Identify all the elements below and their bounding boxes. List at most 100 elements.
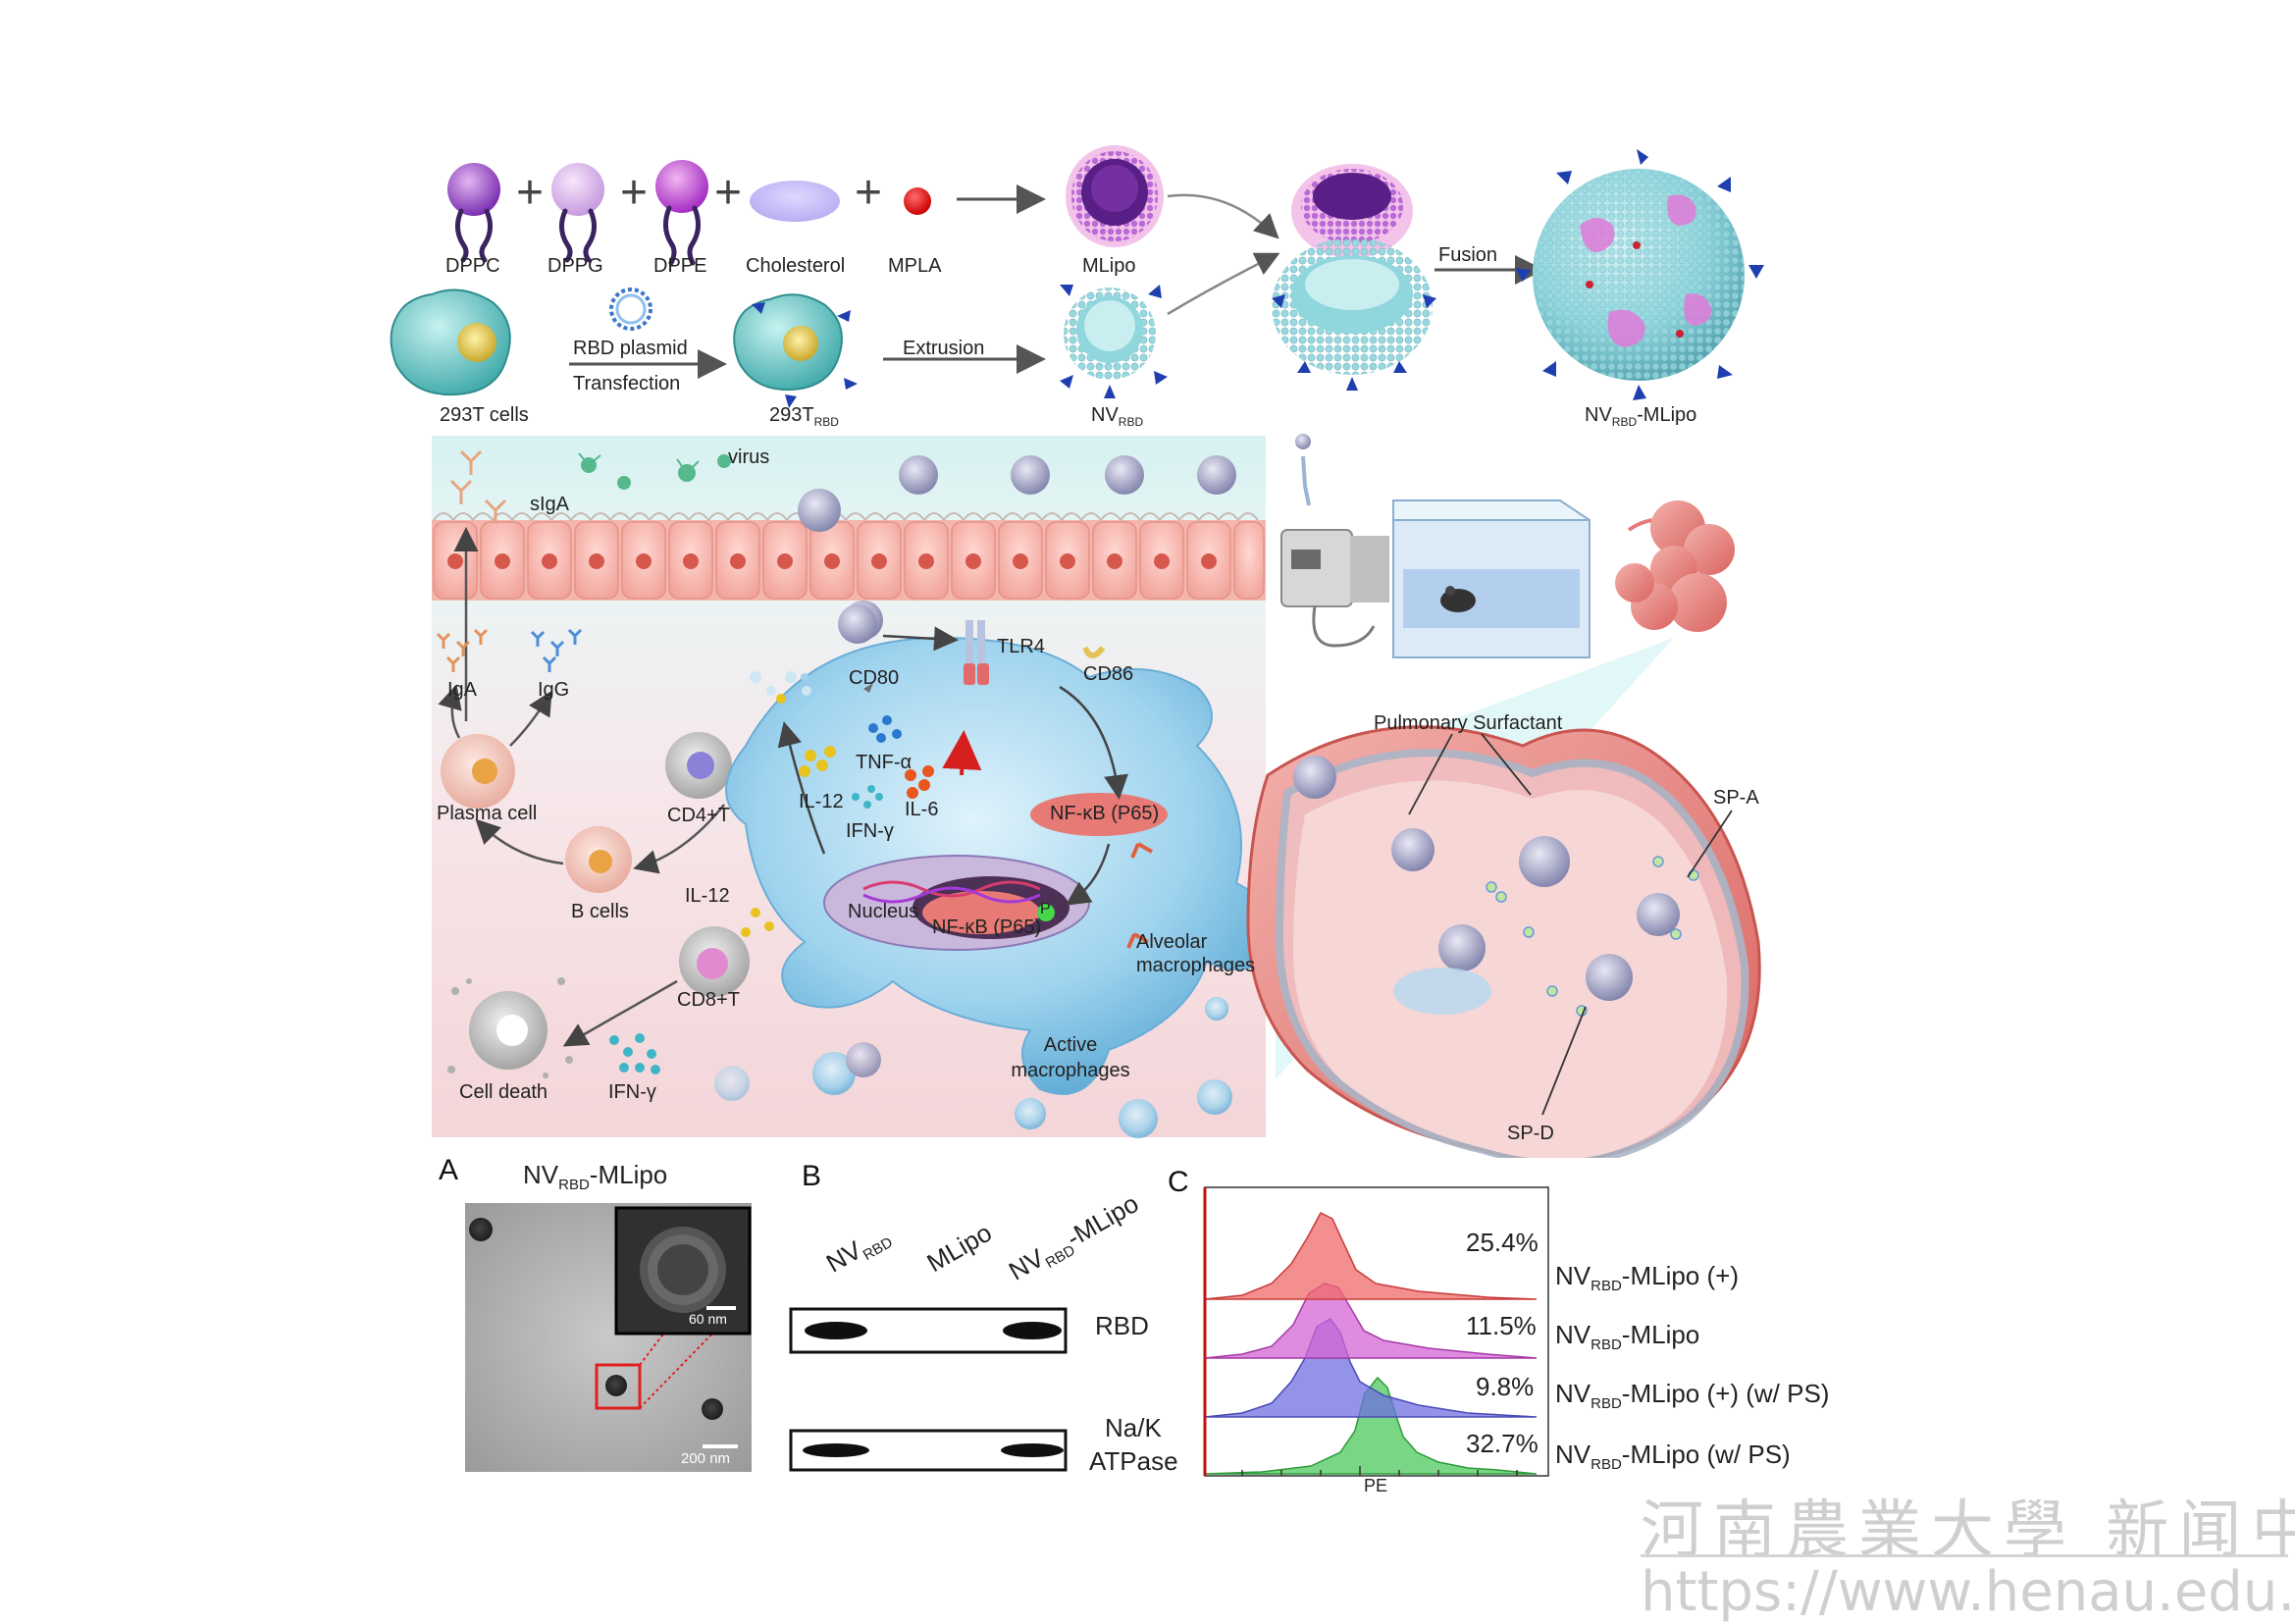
label-cd4-t: CD4+T xyxy=(667,805,730,826)
label-virus: virus xyxy=(728,446,770,468)
lane-label-nv-rbd: NVRBD xyxy=(820,1233,896,1279)
nv-rbd-icon xyxy=(1060,285,1168,398)
tem-particle xyxy=(469,1218,493,1241)
label-il12: IL-12 xyxy=(799,791,844,812)
label-fusion: Fusion xyxy=(1438,244,1498,266)
legend-row-4: NVRBD-MLipo (w/ PS) xyxy=(1555,1440,1791,1474)
tem-image xyxy=(465,1203,752,1472)
tem-particle xyxy=(605,1375,627,1396)
label-nv-rbd: NVRBD xyxy=(1091,404,1144,429)
label-tnf: TNF-α xyxy=(856,752,913,773)
watermark-url: https://www.henau.edu.cn xyxy=(1641,1560,2295,1624)
active-macrophage-icons xyxy=(714,997,1232,1138)
label-active-macrophages: Active macrophages xyxy=(1011,1034,1130,1081)
plasmid-icon xyxy=(609,288,652,331)
293t-cell-icon xyxy=(390,288,511,396)
alveolus-cross-section xyxy=(1246,725,1761,1158)
panel-b-letter: B xyxy=(802,1160,822,1192)
western-blot xyxy=(789,1307,1068,1472)
watermark-divider xyxy=(1641,1554,2288,1557)
immune-mechanism-graphics xyxy=(432,434,1761,1158)
label-nfkb-nucleus: NF-κB (P65) xyxy=(932,917,1042,938)
tem-scale-main: 200 nm xyxy=(681,1450,731,1467)
label-mlipo: MLipo xyxy=(1082,255,1136,277)
pct-row-4: 32.7% xyxy=(1466,1429,1539,1458)
panel-a-title: NVRBD-MLipo xyxy=(523,1160,668,1194)
mlipo-icon xyxy=(1066,145,1164,247)
svg-text:+: + xyxy=(714,167,742,219)
siga-antibodies xyxy=(449,449,507,524)
svg-text:+: + xyxy=(855,167,882,219)
dppg-icon xyxy=(551,163,604,263)
label-sp-d: SP-D xyxy=(1507,1123,1554,1144)
alveolar-marker xyxy=(1130,842,1153,859)
label-b-cells: B cells xyxy=(571,901,629,922)
pct-row-3: 9.8% xyxy=(1476,1372,1535,1401)
label-dppc: DPPC xyxy=(445,255,500,277)
inhalation-chamber-icon xyxy=(1392,499,1591,658)
label-nfkb: NF-κB (P65) xyxy=(1050,803,1160,824)
panel-a-letter: A xyxy=(439,1154,459,1186)
pct-row-1: 25.4% xyxy=(1466,1228,1539,1257)
tem-particle xyxy=(702,1398,723,1420)
histogram-red xyxy=(1204,1212,1538,1300)
label-igg: IgG xyxy=(538,679,570,701)
panel-c-letter: C xyxy=(1168,1166,1189,1198)
label-nucleus: Nucleus xyxy=(848,901,919,922)
lung-alveoli-icon xyxy=(1615,500,1735,632)
label-cd86: CD86 xyxy=(1083,663,1134,685)
label-p-badge: P xyxy=(1040,901,1051,917)
blot-label-nak: Na/K xyxy=(1105,1413,1162,1442)
label-transfection: Transfection xyxy=(573,373,681,394)
macrophage-icon xyxy=(725,636,1281,1095)
label-dppe: DPPE xyxy=(653,255,707,277)
label-extrusion: Extrusion xyxy=(903,338,985,359)
blot-label-rbd: RBD xyxy=(1095,1311,1149,1340)
svg-text:+: + xyxy=(620,167,648,219)
blot-label-atpase: ATPase xyxy=(1089,1446,1178,1476)
label-cell-death: Cell death xyxy=(459,1081,548,1103)
label-293t-cells: 293T cells xyxy=(440,404,529,426)
label-alveolar-macrophages: Alveolar macrophages xyxy=(1136,931,1256,976)
lane-label-mlipo: MLipo xyxy=(921,1217,997,1279)
label-siga: sIgA xyxy=(530,494,570,515)
tlr4-receptor-icon xyxy=(964,620,989,685)
label-il6: IL-6 xyxy=(905,799,939,820)
label-pulmonary-surfactant: Pulmonary Surfactant xyxy=(1374,712,1563,734)
iga-antibodies xyxy=(436,628,489,672)
mpla-icon xyxy=(904,187,931,215)
cholesterol-icon xyxy=(750,181,840,222)
flow-histograms xyxy=(1203,1186,1549,1477)
label-ifn-out: IFN-γ xyxy=(608,1081,656,1103)
label-293t-rbd: 293TRBD xyxy=(769,404,839,429)
label-dppg: DPPG xyxy=(548,255,603,277)
label-plasma-cell: Plasma cell xyxy=(437,803,538,824)
dppc-icon xyxy=(447,163,500,263)
zoom-box xyxy=(595,1363,642,1410)
fusion-intermediate-icon xyxy=(1272,164,1436,391)
label-mpla: MPLA xyxy=(888,255,942,277)
dppe-icon xyxy=(655,160,708,266)
epithelium xyxy=(432,512,1266,601)
cell-death-icon xyxy=(447,977,573,1078)
cd86-icon xyxy=(1082,646,1106,658)
label-sp-a: SP-A xyxy=(1713,787,1759,809)
pct-row-2: 11.5% xyxy=(1466,1311,1537,1340)
label-il12-out: IL-12 xyxy=(685,885,730,907)
tem-scale-inset: 60 nm xyxy=(689,1311,727,1327)
svg-text:+: + xyxy=(516,167,544,219)
lane-label-nv-rbd-mlipo: NVRBD-MLipo xyxy=(1003,1187,1144,1286)
label-cd8-t: CD8+T xyxy=(677,989,740,1011)
label-rbd-plasmid: RBD plasmid xyxy=(573,338,688,359)
label-tlr4: TLR4 xyxy=(997,636,1045,657)
nv-rbd-mlipo-icon xyxy=(1515,149,1764,400)
legend-row-1: NVRBD-MLipo (+) xyxy=(1555,1261,1739,1295)
293t-rbd-cell-icon xyxy=(733,293,858,408)
cytokine-dots xyxy=(799,715,934,809)
histogram-xlabel: PE xyxy=(1364,1476,1388,1495)
label-cholesterol: Cholesterol xyxy=(746,255,846,277)
igg-antibodies xyxy=(530,628,583,672)
label-ifn: IFN-γ xyxy=(846,820,894,842)
label-product: NVRBD-MLipo xyxy=(1585,404,1697,429)
ifn-gamma-dots xyxy=(609,1033,660,1074)
